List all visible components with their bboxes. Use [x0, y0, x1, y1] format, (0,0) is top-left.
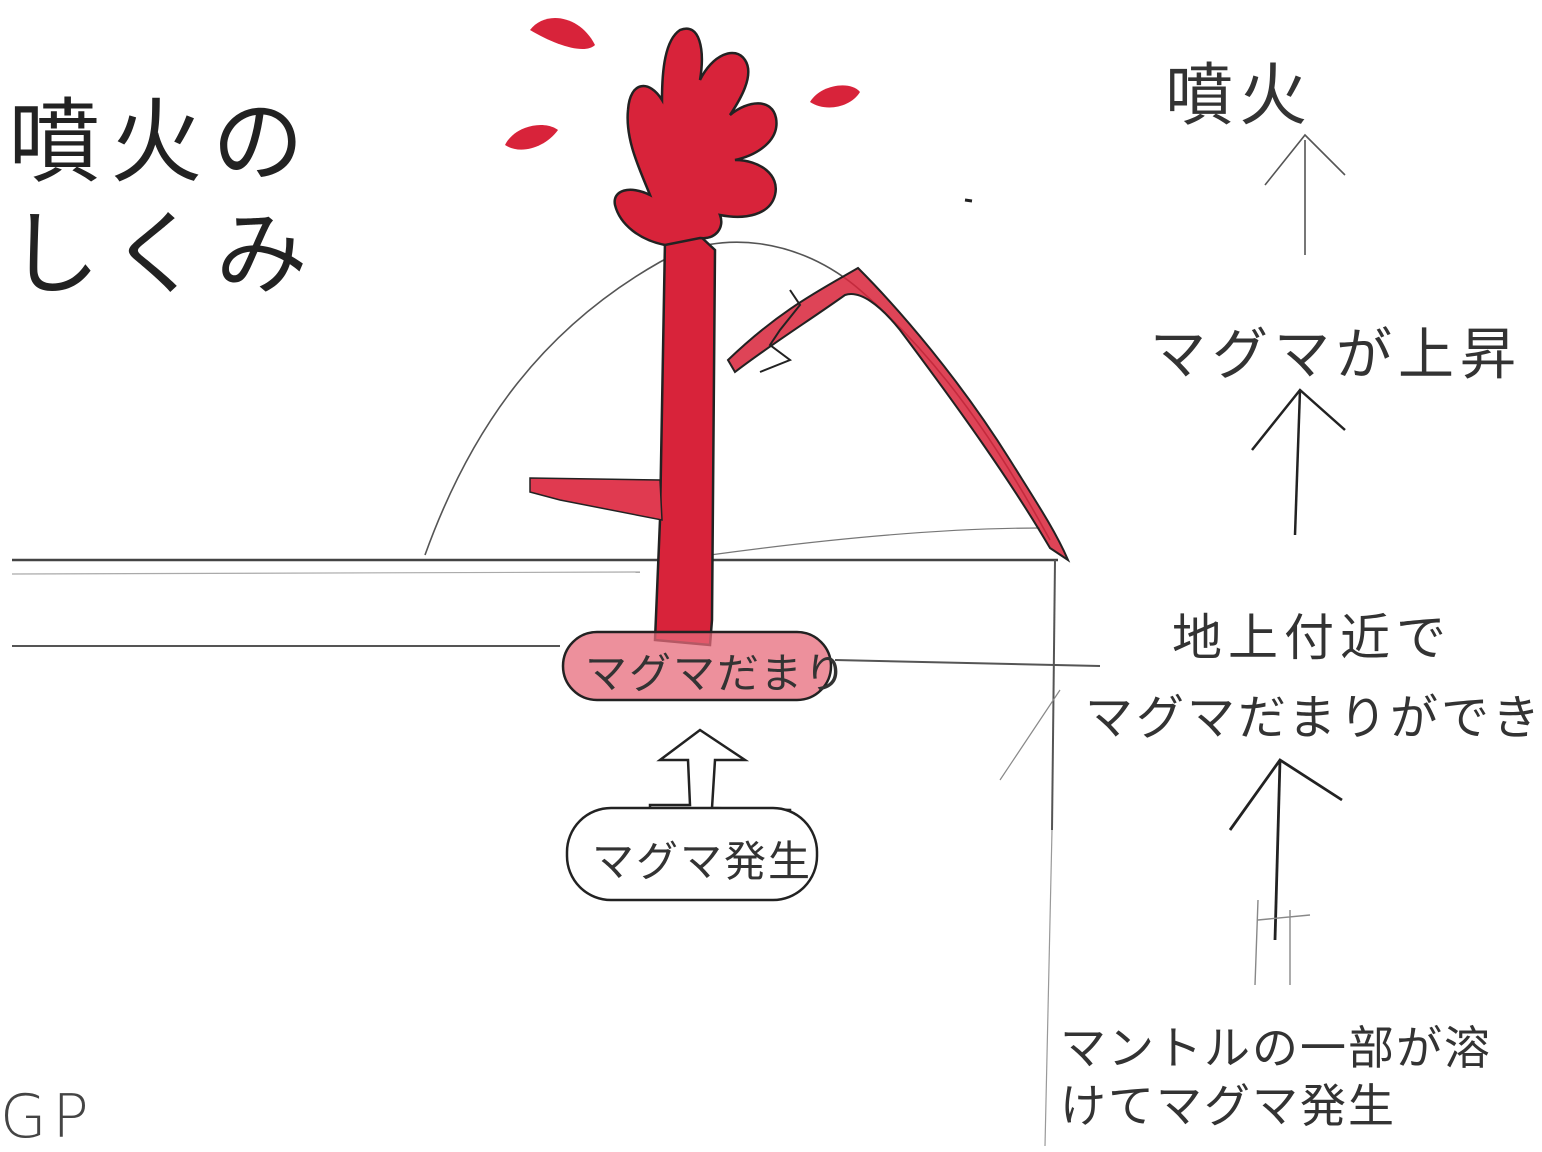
- box-right-edge: [1051, 559, 1056, 831]
- side-dike: [529, 477, 663, 521]
- crust-line-right: [834, 659, 1101, 667]
- volcano-base-right: [709, 527, 1041, 556]
- step-mantle-line-2: けてマグマ発生: [1060, 1079, 1396, 1133]
- eruption-plume: [613, 27, 778, 247]
- arrow-tail-bracket: [1254, 899, 1311, 986]
- ejecta-blob-2: [505, 125, 558, 150]
- arrow-to-rise-shaft: [1293, 389, 1302, 536]
- title-line-1: 噴火の: [8, 89, 315, 196]
- corner-mark: GP: [0, 1082, 95, 1152]
- arrow-to-eruption-head: [1264, 133, 1346, 186]
- ejecta-blob-3: [810, 85, 860, 108]
- magma-chamber: [561, 630, 833, 702]
- magma-chamber-label: マグマだまり: [585, 649, 849, 698]
- arrow-to-rise-head: [1251, 388, 1346, 451]
- ejecta-blob-1: [530, 18, 595, 50]
- arrow-to-chamber-shaft: [1273, 759, 1282, 941]
- pencil-dash: [964, 198, 973, 203]
- lava-flow: [726, 266, 1071, 563]
- generation-bubble: [565, 806, 819, 902]
- magma-conduit: [653, 234, 717, 647]
- step-eruption: 噴火: [1165, 57, 1314, 136]
- lava-flow-branch: [759, 289, 802, 373]
- box-diag-stroke: [999, 689, 1061, 781]
- arrow-to-chamber-head: [1228, 758, 1343, 831]
- step-mantle-line-1: マントルの一部が溶: [1060, 1021, 1492, 1075]
- magma-generation-label: マグマ発生: [592, 837, 813, 886]
- title-line-2: しくみ: [8, 201, 318, 308]
- step-chamber-line-1: 地上付近で: [1172, 609, 1452, 667]
- generation-arrow: [648, 728, 792, 820]
- step-chamber-line-2: マグマだまりができ: [1085, 690, 1542, 746]
- step-magma-rises: マグマが上昇: [1150, 323, 1522, 388]
- box-right-edge-faint: [1044, 829, 1053, 1146]
- ground-surface-line-faint: [11, 571, 641, 575]
